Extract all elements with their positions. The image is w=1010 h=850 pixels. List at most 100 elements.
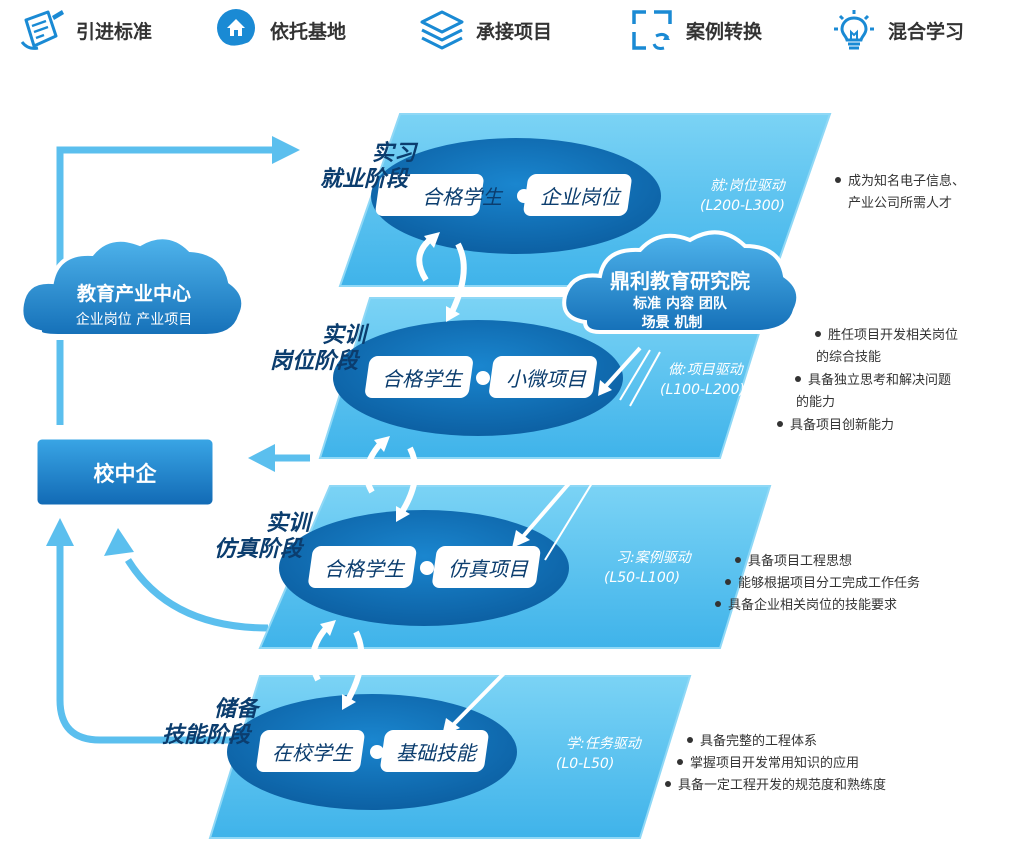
bullets-simulation: 具备项目工程思想 能够根据项目分工完成工作任务 具备企业相关岗位的技能要求 [715,553,920,613]
left-flow [46,136,310,744]
flow-arrowhead-employment [272,136,300,164]
diag-arrow-2 [518,463,587,542]
cycle-arrow-2 [363,436,419,522]
pill-left-post [365,356,473,398]
drive-labels: 就:岗位驱动 (L200-L300) 做:项目驱动 (L100-L200) 习:… [556,178,787,772]
pill-right-employment [523,174,632,216]
drive-skills: 学:任务驱动 [566,736,643,752]
diag-arrow-3 [448,650,527,730]
tab-cases-label: 案例转换 [686,20,763,43]
institute-title: 鼎利教育研究院 [610,269,750,293]
bullet-dot [815,331,821,337]
flow-arrowhead-sim [104,528,134,556]
bullet-dot [735,557,741,563]
level-employment: (L200-L300) [700,198,785,214]
lightbulb-icon [834,10,874,50]
top-nav: 引进标准 依托基地 承接项目 案例转换 [0,0,1010,64]
flow-arrow-to-employment [56,146,278,288]
dot-employment [517,189,531,203]
tab-standards-label: 引进标准 [76,20,153,43]
pill-right-post [489,356,597,398]
tab-cases[interactable]: 案例转换 [628,6,762,54]
tab-projects[interactable]: 承接项目 [418,6,552,54]
dot-post [476,371,490,385]
pill-text-simulation-left: 合格学生 [324,557,406,581]
pill-text-post-left: 合格学生 [382,367,464,391]
drive-employment: 就:岗位驱动 [710,178,787,194]
bullet-skills-1: 具备完整的工程体系 [700,733,817,749]
layers-icon [420,10,464,50]
bullets-skills: 具备完整的工程体系 掌握项目开发常用知识的应用 具备一定工程开发的规范度和熟练度 [665,733,886,793]
drive-simulation: 习:案例驱动 [616,550,693,566]
flow-arrow-sim-to-school [125,558,269,632]
school-enterprise-box: 校中企 [34,436,216,508]
bullets-post: 胜任项目开发相关岗位 的综合技能 具备独立思考和解决问题 的能力 具备项目创新能… [777,327,958,433]
tab-projects-label: 承接项目 [476,20,553,43]
box-school-enterprise-label: 校中企 [94,462,158,486]
bullet-dot [725,579,731,585]
bullet-simulation-3: 具备企业相关岗位的技能要求 [728,597,897,613]
tab-standards[interactable]: 引进标准 [18,6,152,54]
pill-texts: 合格学生 企业岗位 合格学生 小微项目 合格学生 仿真项目 在校学生 基础技能 [272,185,622,765]
bullet-post-4: 的能力 [796,394,835,410]
bullet-dot [835,177,841,183]
dot-simulation [420,561,434,575]
pill-text-skills-right: 基础技能 [396,741,478,765]
pill-left-skills [256,730,365,772]
bullet-skills-3: 具备一定工程开发的规范度和熟练度 [678,777,886,793]
education-cloud-title: 教育产业中心 [77,282,191,305]
education-cloud: 教育产业中心 企业岗位 产业项目 [19,235,246,338]
cycle-arrow-3 [309,620,365,710]
level-skills: (L0-L50) [556,756,614,772]
tab-base-label: 依托基地 [270,20,347,43]
pills [256,174,632,772]
bullet-dot [715,601,721,607]
tab-blended-label: 混合学习 [888,20,965,43]
bullet-dot [777,421,783,427]
cloud-shape-institute [562,230,801,334]
bullet-dot [687,737,693,743]
institute-cloud: 鼎利教育研究院 标准 内容 团队 场景 机制 [562,230,801,334]
bullet-dot [677,759,683,765]
bullet-post-3: 具备独立思考和解决问题 [808,372,951,388]
diag-arrow-1 [602,346,642,390]
stage-titles: 实习 就业阶段 实训 岗位阶段 实训 仿真阶段 储备 技能阶段 [162,140,424,748]
level-simulation: (L50-L100) [604,570,680,586]
pill-text-skills-left: 在校学生 [272,741,354,765]
flow-arrowhead-skill [46,518,74,546]
pill-right-simulation [432,546,541,588]
stage-title-simulation: 实训 仿真阶段 [214,510,318,562]
document-pen-icon [20,10,64,50]
level-post: (L100-L200) [660,382,745,398]
institute-line2: 场景 机制 [642,314,703,331]
tab-blended[interactable]: 混合学习 [830,6,964,54]
bullet-simulation-1: 具备项目工程思想 [748,553,852,569]
stage-title-employment: 实习 就业阶段 [320,140,424,192]
institute-line1: 标准 内容 团队 [632,295,728,312]
bullet-post-2: 的综合技能 [816,349,881,365]
bullet-post-5: 具备项目创新能力 [790,417,894,433]
bullet-skills-2: 掌握项目开发常用知识的应用 [690,755,859,771]
convert-arrows-icon [632,10,672,50]
stage-title-skills: 储备 技能阶段 [162,696,266,748]
bullet-post-1: 胜任项目开发相关岗位 [828,327,958,343]
hand-house-icon [216,9,255,49]
cloud-shape-education [19,235,246,338]
ellipse-employment [371,138,661,254]
bullet-employment-2: 产业公司所需人才 [848,196,952,211]
tab-base[interactable]: 依托基地 [212,6,346,54]
bullet-dot [795,376,801,382]
pill-left-employment [375,174,484,216]
pill-text-employment-left: 合格学生 [422,185,504,209]
cycle-arrow-1 [416,232,467,322]
pill-right-skills [380,730,489,772]
pill-text-simulation-right: 仿真项目 [448,557,529,581]
drive-post: 做:项目驱动 [668,362,745,378]
dot-skills [370,745,384,759]
pill-text-employment-right: 企业岗位 [540,185,622,209]
box-school-enterprise [34,436,216,508]
stage-title-post: 实训 岗位阶段 [270,322,374,374]
diagonal-arrows [442,346,661,736]
bullet-employment-1: 成为知名电子信息、 [848,173,965,189]
